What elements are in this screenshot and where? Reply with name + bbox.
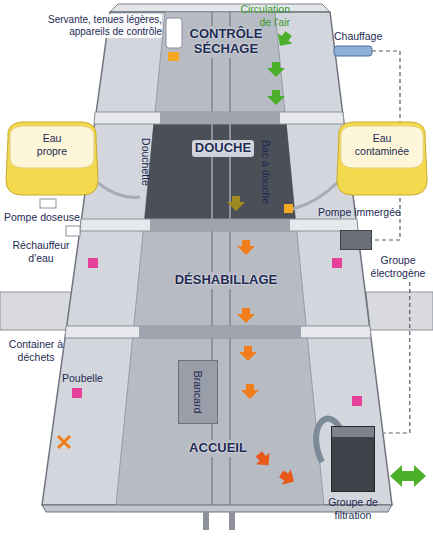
compartment-title: ACCUEIL: [184, 440, 252, 457]
part-label: Circulation de l'air: [226, 3, 290, 28]
part-label: Poubelle: [62, 372, 118, 385]
partition-wall: [80, 219, 358, 231]
filtration-unit-label: Groupe de filtration: [322, 496, 384, 521]
air-exchange-arrow: [390, 465, 426, 487]
tent-outline: [42, 12, 392, 505]
partition-wall: [94, 112, 344, 124]
control-device: [168, 52, 179, 61]
part-label: Servante, tenues légères, appareils de c…: [40, 14, 162, 38]
illustration-part: [58, 436, 70, 448]
water-heater: [66, 226, 80, 236]
air-arrow: [237, 240, 259, 399]
part-label: Container à déchets: [4, 338, 68, 363]
generator: Groupe électrogène: [338, 230, 430, 282]
waste-container: [0, 292, 72, 330]
illustration-part: [239, 346, 257, 361]
waste-container: [366, 292, 433, 330]
tent-leg: [203, 512, 209, 530]
tank-top: [10, 126, 94, 168]
compartment-title: DÉSHABILLAGE: [168, 272, 284, 289]
pink-marker: [352, 396, 362, 406]
illustration-part: [58, 436, 70, 448]
part-label: Bac à douche: [260, 140, 273, 204]
tank-shape: [2, 118, 102, 198]
stretcher: Brancard: [178, 360, 218, 424]
power-cable: [384, 282, 410, 433]
water-tank-label: Eau propre: [30, 132, 74, 157]
part-label: Pompe doseuse: [4, 211, 96, 224]
dosing-pump: [40, 199, 56, 208]
illustration-part: [237, 308, 255, 323]
illustration-part: [252, 448, 275, 471]
tent-leg: [229, 512, 235, 530]
cabinet: [166, 18, 182, 48]
filter-box: [331, 426, 375, 492]
illustration-part: [277, 466, 299, 489]
tank-body: [6, 122, 98, 195]
partition-wall: [65, 326, 371, 338]
compartment-title: CONTRÔLE SÉCHAGE: [186, 26, 266, 58]
rail: [211, 12, 213, 505]
submerged-pump: [284, 204, 293, 213]
heating-pipe: [334, 46, 372, 56]
generator-box: [340, 230, 372, 250]
illustration-part: [237, 240, 255, 255]
air-arrow: [227, 196, 245, 211]
part-label: Réchauffeur d'eau: [8, 239, 74, 264]
door: [160, 112, 280, 124]
illustration-part: [241, 384, 259, 399]
tank-shape: [333, 118, 431, 198]
water-tank-label: Eau contaminée: [352, 132, 412, 157]
pink-marker: [332, 258, 342, 268]
part-label: Pompe immergée: [318, 206, 408, 219]
illustration-part: [267, 90, 285, 105]
rail: [229, 12, 231, 505]
door: [139, 326, 301, 338]
water-tank: Eau contaminée: [333, 118, 431, 198]
pink-marker: [88, 258, 98, 268]
tank-body: [337, 122, 427, 195]
bin: [72, 388, 82, 398]
air-arrow: [267, 28, 296, 105]
stretcher-label: Brancard: [192, 371, 205, 414]
pump-pipe: [293, 182, 338, 209]
door: [150, 219, 290, 231]
tent-roof-edge: [110, 4, 330, 12]
tent-floor: [116, 12, 324, 505]
tank-top: [341, 126, 423, 168]
filter-top: [332, 427, 374, 437]
illustration-part: [273, 28, 296, 51]
part-label: Douchette: [140, 138, 153, 186]
shower-floor: [144, 118, 296, 225]
part-label: Chauffage: [334, 30, 404, 43]
shower-pipe: [98, 183, 140, 197]
compartment-title: DOUCHE: [192, 140, 254, 157]
illustration-part: [267, 62, 285, 77]
edge: [110, 12, 165, 13]
water-tank: Eau propre: [2, 118, 102, 198]
filtration-unit: Groupe de filtration: [322, 418, 384, 532]
air-arrow: [252, 448, 299, 489]
generator-label: Groupe électrogène: [368, 254, 428, 279]
